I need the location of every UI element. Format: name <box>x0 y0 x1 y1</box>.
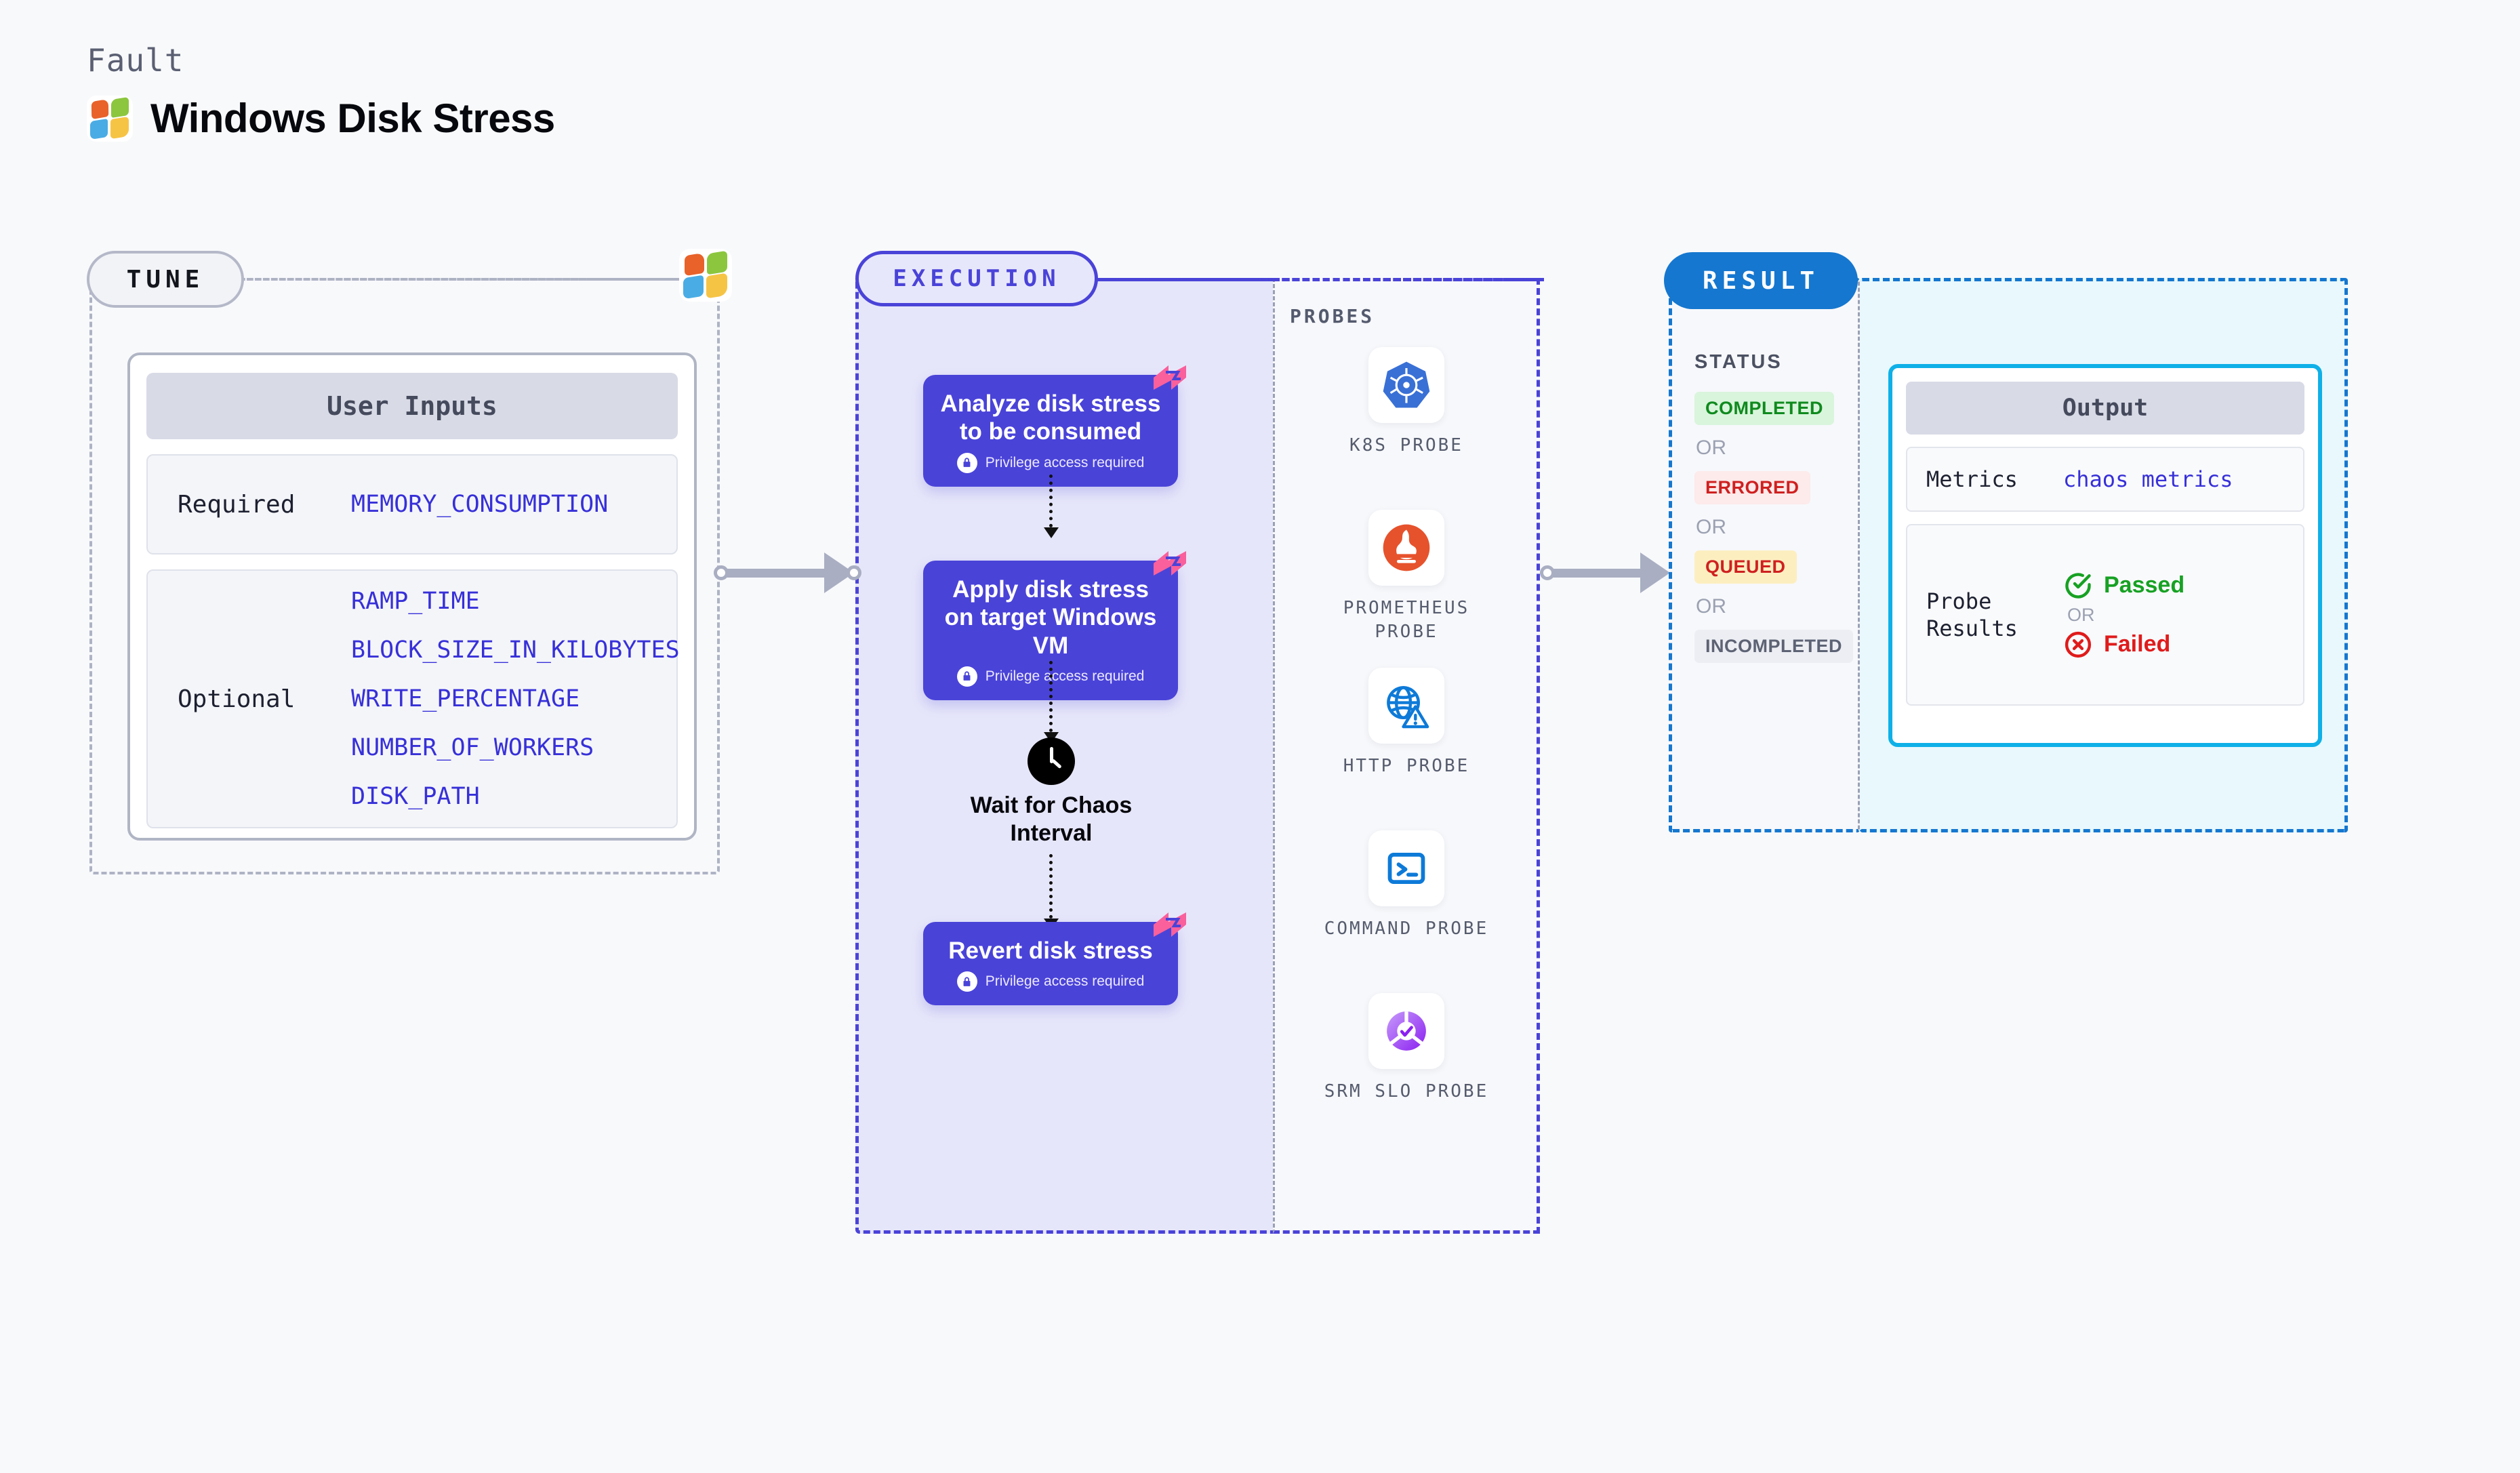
execution-step-card[interactable]: Analyze disk stress to be consumed Privi… <box>923 365 1186 487</box>
connector-execution-to-result <box>1540 552 1670 593</box>
litmus-flag-icon <box>1154 551 1186 576</box>
connector-tune-to-execution <box>714 552 861 593</box>
status-list: COMPLETED OR ERRORED OR QUEUED OR INCOMP… <box>1694 392 1854 663</box>
step-connector-2 <box>1044 661 1059 743</box>
probe-result-passed: Passed <box>2063 571 2184 601</box>
connector-arrowhead <box>1640 552 1670 593</box>
tune-top-connector-line <box>247 278 721 281</box>
probe-label: SRM SLO PROBE <box>1324 1081 1489 1102</box>
probe-item-http[interactable]: HTTP PROBE <box>1318 668 1495 778</box>
probe-result-failed: Failed <box>2063 630 2184 660</box>
probe-label: COMMAND PROBE <box>1324 919 1489 939</box>
privilege-note: Privilege access required <box>956 971 1145 992</box>
or-label: OR <box>2067 604 2095 625</box>
tune-label-pill: TUNE <box>87 251 244 308</box>
terminal-icon <box>1368 830 1444 906</box>
srm-slo-icon <box>1368 993 1444 1069</box>
connector-line <box>727 568 828 578</box>
tune-windows-logo-icon <box>679 249 732 302</box>
step-title: Apply disk stress on target Windows VM <box>944 576 1157 659</box>
input-param: BLOCK_SIZE_IN_KILOBYTES <box>351 637 680 664</box>
input-param: WRITE_PERCENTAGE <box>351 685 580 712</box>
passed-label: Passed <box>2104 572 2185 598</box>
probes-panel <box>1273 278 1540 1234</box>
probes-header: PROBES <box>1290 305 1375 327</box>
or-label: OR <box>1696 595 1726 618</box>
metrics-label: Metrics <box>1926 466 2018 492</box>
kubernetes-icon <box>1368 347 1444 423</box>
status-badge-queued: QUEUED <box>1694 550 1797 584</box>
step-title: Analyze disk stress to be consumed <box>940 390 1161 445</box>
optional-label: Optional <box>178 685 296 713</box>
probe-results-values: Passed OR Failed <box>2063 571 2184 660</box>
input-param: MEMORY_CONSUMPTION <box>351 491 609 518</box>
input-param: RAMP_TIME <box>351 588 480 615</box>
or-label: OR <box>1696 516 1726 538</box>
optional-values: RAMP_TIME BLOCK_SIZE_IN_KILOBYTES WRITE_… <box>351 588 680 810</box>
page-title: Windows Disk Stress <box>150 96 555 141</box>
wait-for-chaos-interval-label: Wait for Chaos Interval <box>970 792 1133 846</box>
prometheus-icon <box>1368 510 1444 586</box>
user-inputs-title: User Inputs <box>146 373 678 439</box>
probe-item-srm-slo[interactable]: SRM SLO PROBE <box>1318 993 1495 1104</box>
step-connector-3 <box>1044 854 1059 929</box>
connector-end-dot <box>847 565 861 580</box>
status-badge-errored: ERRORED <box>1694 471 1810 504</box>
step-connector-1 <box>1044 475 1059 538</box>
check-circle-icon <box>2065 572 2091 599</box>
user-inputs-card: User Inputs Required MEMORY_CONSUMPTION … <box>127 352 697 841</box>
http-globe-warning-icon <box>1368 668 1444 744</box>
privilege-label: Privilege access required <box>985 973 1145 990</box>
fault-kicker: Fault <box>87 42 184 79</box>
probe-item-k8s[interactable]: K8S PROBE <box>1318 347 1495 458</box>
privilege-label: Privilege access required <box>985 668 1145 684</box>
connector-line <box>1553 568 1644 578</box>
probe-label: PROMETHEUS PROBE <box>1343 598 1470 643</box>
execution-label-pill: EXECUTION <box>855 251 1098 306</box>
or-label: OR <box>1696 437 1726 459</box>
metrics-value: chaos metrics <box>2063 466 2233 492</box>
litmus-flag-icon <box>1154 912 1186 937</box>
litmus-flag-icon <box>1154 365 1186 390</box>
connector-start-dot <box>714 565 729 580</box>
probe-item-prometheus[interactable]: PROMETHEUS PROBE <box>1318 510 1495 644</box>
required-values: MEMORY_CONSUMPTION <box>351 491 608 518</box>
probe-item-command[interactable]: COMMAND PROBE <box>1318 830 1495 941</box>
status-badge-incompleted: INCOMPLETED <box>1694 630 1854 663</box>
output-probe-results-row: Probe Results Passed OR Failed <box>1906 524 2304 706</box>
lock-icon <box>956 971 977 992</box>
output-card: Output Metrics chaos metrics Probe Resul… <box>1888 364 2322 747</box>
step-title: Revert disk stress <box>948 937 1153 964</box>
output-title: Output <box>1906 382 2304 435</box>
status-header: STATUS <box>1694 351 1783 373</box>
input-param: NUMBER_OF_WORKERS <box>351 734 594 761</box>
status-badge-completed: COMPLETED <box>1694 392 1835 425</box>
privilege-note: Privilege access required <box>956 666 1145 687</box>
probe-results-label: Probe Results <box>1926 588 2018 641</box>
lock-icon <box>956 452 977 473</box>
privilege-label: Privilege access required <box>985 454 1145 470</box>
privilege-note: Privilege access required <box>956 452 1145 473</box>
probe-label: K8S PROBE <box>1349 435 1463 456</box>
execution-top-connector-line <box>1098 278 1544 281</box>
input-param: DISK_PATH <box>351 783 480 810</box>
result-label-pill: RESULT <box>1664 252 1858 309</box>
page-title-row: Windows Disk Stress <box>87 95 555 142</box>
clock-icon <box>1028 738 1075 785</box>
probe-label: HTTP PROBE <box>1343 756 1470 776</box>
optional-inputs-section: Optional RAMP_TIME BLOCK_SIZE_IN_KILOBYT… <box>146 569 680 828</box>
output-metrics-row: Metrics chaos metrics <box>1906 447 2304 512</box>
required-label: Required <box>178 490 296 519</box>
failed-label: Failed <box>2104 631 2171 657</box>
execution-step-card[interactable]: Revert disk stress Privilege access requ… <box>923 912 1186 1006</box>
connector-start-dot <box>1540 565 1555 580</box>
windows-logo-icon <box>87 95 133 142</box>
lock-icon <box>956 666 977 687</box>
required-inputs-section: Required MEMORY_CONSUMPTION <box>146 454 678 554</box>
x-circle-icon <box>2065 631 2092 658</box>
